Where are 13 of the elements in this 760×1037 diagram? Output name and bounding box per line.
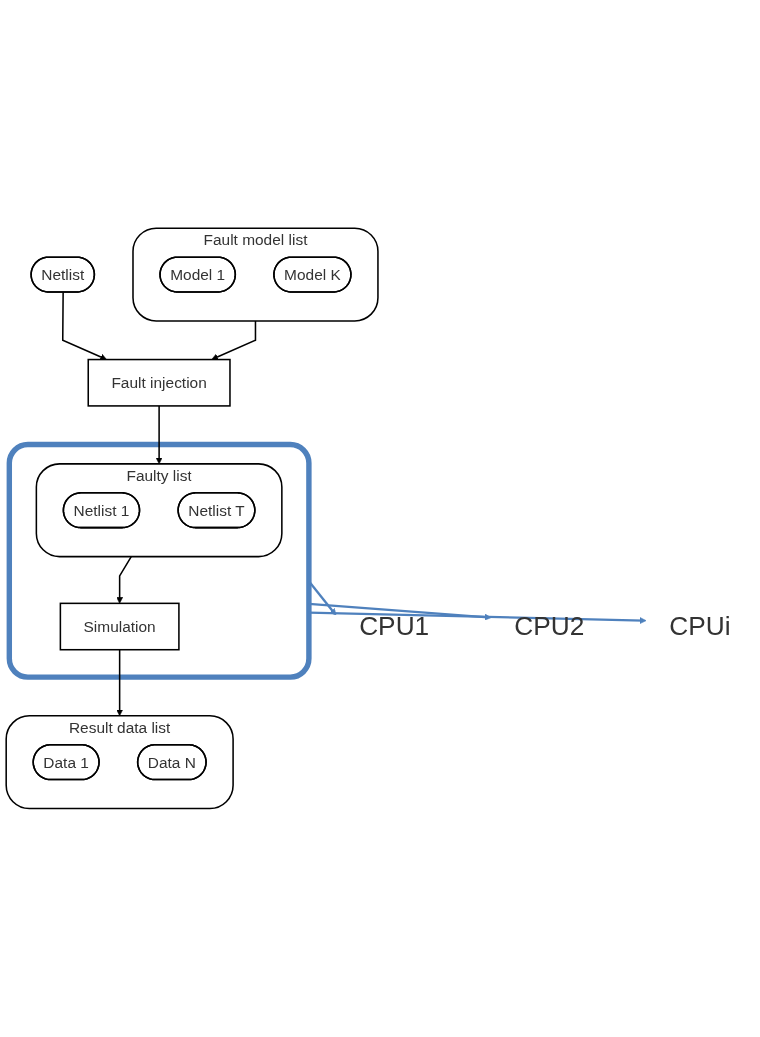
arrow [211,320,257,361]
arrow [308,611,647,625]
arrow [61,291,107,361]
node-text: CPU2 [514,611,585,641]
node-text: CPU1 [359,611,430,641]
arrow [116,555,133,604]
arrow [116,649,124,717]
arrow [155,405,163,465]
cluster [6,442,312,680]
arrow [308,602,492,621]
node-box: Fault injection [87,358,231,407]
node-text: CPUi [669,611,731,641]
node-box: Simulation [59,602,180,651]
